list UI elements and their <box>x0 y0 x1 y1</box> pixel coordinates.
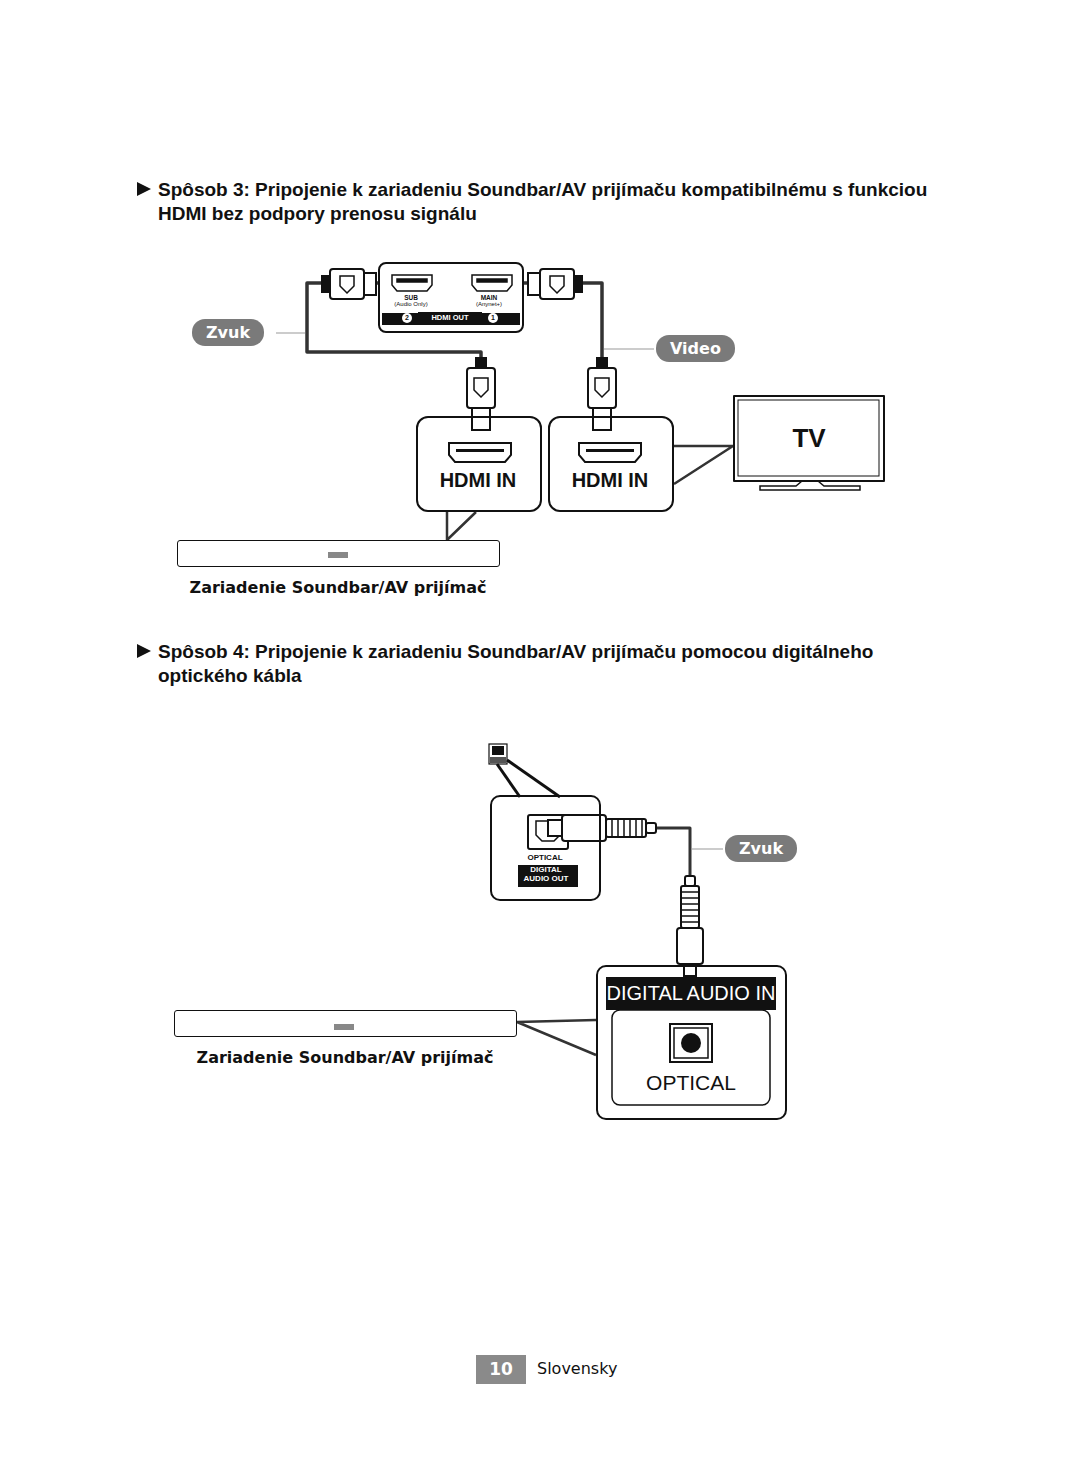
hdmi-port <box>449 443 641 462</box>
bullet <box>137 182 151 196</box>
soundbar: Zariadenie Soundbar/AV prijímač <box>177 540 500 567</box>
node-text: DIGITAL AUDIO IN <box>606 977 776 1010</box>
node-text: DIGITAL AUDIO OUT <box>518 865 574 883</box>
cable-connector <box>447 512 476 540</box>
soundbar: Zariadenie Soundbar/AV prijímač <box>174 1010 517 1037</box>
node-text: OPTICAL <box>606 1070 776 1095</box>
node-text: TV <box>775 423 843 454</box>
hdmi-plug <box>467 358 616 430</box>
optical-port <box>674 1028 708 1058</box>
leader-line <box>604 349 654 350</box>
callout-label: Zvuk <box>725 835 797 862</box>
port-icon <box>489 744 560 797</box>
optical-out-panel: OPTICAL DIGITAL AUDIO OUT <box>490 795 601 901</box>
hdmi-plug <box>322 269 582 299</box>
bullet <box>137 644 151 658</box>
optical-plug <box>548 815 656 841</box>
tv-screen <box>738 400 879 476</box>
page-number: 10 <box>476 1358 526 1380</box>
hdmi-port <box>392 275 512 291</box>
node-text: (Anynet+) <box>463 301 515 308</box>
node-text: (Audio Only) <box>381 301 441 308</box>
callout-box: HDMI IN <box>416 416 542 512</box>
soundbar-display <box>334 1024 354 1030</box>
cable-connector <box>674 446 733 484</box>
cable-connector <box>307 283 481 416</box>
section-heading: Spôsob 3: Pripojenie k zariadeniu Soundb… <box>158 178 958 226</box>
optical-port <box>681 1033 701 1053</box>
leader-line <box>692 849 723 850</box>
callout-box: HDMI IN <box>548 416 674 512</box>
node-text: SUB <box>391 294 431 302</box>
node-text: HDMI IN <box>418 468 538 492</box>
node-text: HDMI IN <box>550 468 670 492</box>
node-text: MAIN <box>469 294 509 302</box>
page-number-box <box>476 1355 526 1384</box>
node-text: Zariadenie Soundbar/AV prijímač <box>168 578 508 597</box>
language-label: Slovensky <box>537 1358 647 1380</box>
hdmi-out-panel: SUB(Audio Only) MAIN(Anynet+) 2 HDMI OUT 1 <box>378 262 524 333</box>
leader-line <box>276 333 305 334</box>
section-heading: Spôsob 4: Pripojenie k zariadeniu Soundb… <box>158 640 958 688</box>
node-text: OPTICAL <box>512 853 578 863</box>
callout-label: Zvuk <box>192 319 264 346</box>
node-text: Zariadenie Soundbar/AV prijímač <box>175 1048 515 1067</box>
node-text: 1 <box>488 313 498 323</box>
node-text: HDMI OUT <box>418 312 482 324</box>
digital-audio-in-box: DIGITAL AUDIO IN OPTICAL <box>596 965 787 1120</box>
optical-plug <box>677 876 703 976</box>
tv: TV <box>733 395 885 482</box>
optical-port <box>670 1024 712 1062</box>
callout-label: Video <box>656 335 735 362</box>
cable-connector <box>517 1020 596 1055</box>
port-band <box>518 865 578 887</box>
soundbar-display <box>328 552 348 558</box>
tv-stand <box>760 481 860 490</box>
node-text: 2 <box>402 313 412 323</box>
port-band <box>382 313 520 325</box>
